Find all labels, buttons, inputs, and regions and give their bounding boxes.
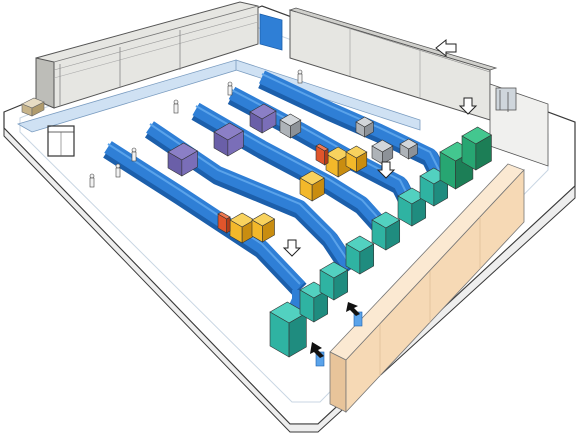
yellow-machine-5 xyxy=(251,212,276,243)
worker-body xyxy=(89,177,95,188)
workers xyxy=(89,69,303,188)
output-station-1 xyxy=(269,301,307,358)
worker-figure-icon xyxy=(173,99,179,114)
yellow-machine-4 xyxy=(229,212,255,244)
output-station-9 xyxy=(461,126,493,171)
yellow-machine-7 xyxy=(299,170,325,202)
worker-head xyxy=(115,163,121,169)
red-machine-6 xyxy=(217,211,231,234)
worker-head xyxy=(89,173,95,179)
purple-machine-3 xyxy=(249,103,277,134)
worker-head xyxy=(173,99,179,105)
worker-figure-icon xyxy=(297,69,303,84)
conveyor-lane-5 xyxy=(258,70,449,183)
black-arrow-icon-2 xyxy=(346,302,360,316)
floor-slab-edge xyxy=(3,126,576,433)
output-station-5 xyxy=(371,211,401,251)
down-arrow-icon-1 xyxy=(282,239,302,257)
gray-machine-14 xyxy=(355,116,374,138)
worker-figure-icon xyxy=(131,147,137,162)
dock-area xyxy=(489,83,549,167)
down-arrow-icon-2 xyxy=(376,161,396,179)
down-arrow-icon-3 xyxy=(458,97,478,115)
back-left-wall xyxy=(35,1,259,109)
front-staging-unit xyxy=(329,163,525,414)
dock-door-icon xyxy=(47,125,75,157)
black-arrow-icon-1 xyxy=(310,342,324,358)
worker-head xyxy=(227,81,233,87)
pallet-stack-icon xyxy=(21,97,45,117)
output-stations xyxy=(269,126,493,358)
purple-machine-1 xyxy=(167,142,199,177)
conveyor-surface xyxy=(259,70,447,179)
purple-machine-2 xyxy=(213,122,245,157)
worker-body xyxy=(227,85,233,96)
back-feed-conveyor xyxy=(16,13,421,133)
gray-machine-13 xyxy=(279,113,302,139)
conveyor-highlight xyxy=(261,73,441,173)
worker-body xyxy=(115,167,121,178)
gray-machine-12 xyxy=(399,138,418,160)
worker-head xyxy=(131,147,137,153)
worker-figure-icon xyxy=(115,163,121,178)
output-station-3 xyxy=(319,261,349,301)
output-station-4 xyxy=(345,235,375,275)
worker-body xyxy=(297,73,303,84)
red-machine-9 xyxy=(315,143,329,166)
worker-body xyxy=(173,103,179,114)
output-station-2 xyxy=(299,281,329,323)
worker-body xyxy=(131,151,137,162)
worker-head xyxy=(297,69,303,75)
processing-machines xyxy=(167,103,418,244)
outline-arrow-icon xyxy=(435,38,457,58)
yellow-machine-10 xyxy=(345,145,368,173)
worker-figure-icon xyxy=(227,81,233,96)
worker-figure-icon xyxy=(89,173,95,188)
output-station-6 xyxy=(397,187,427,227)
